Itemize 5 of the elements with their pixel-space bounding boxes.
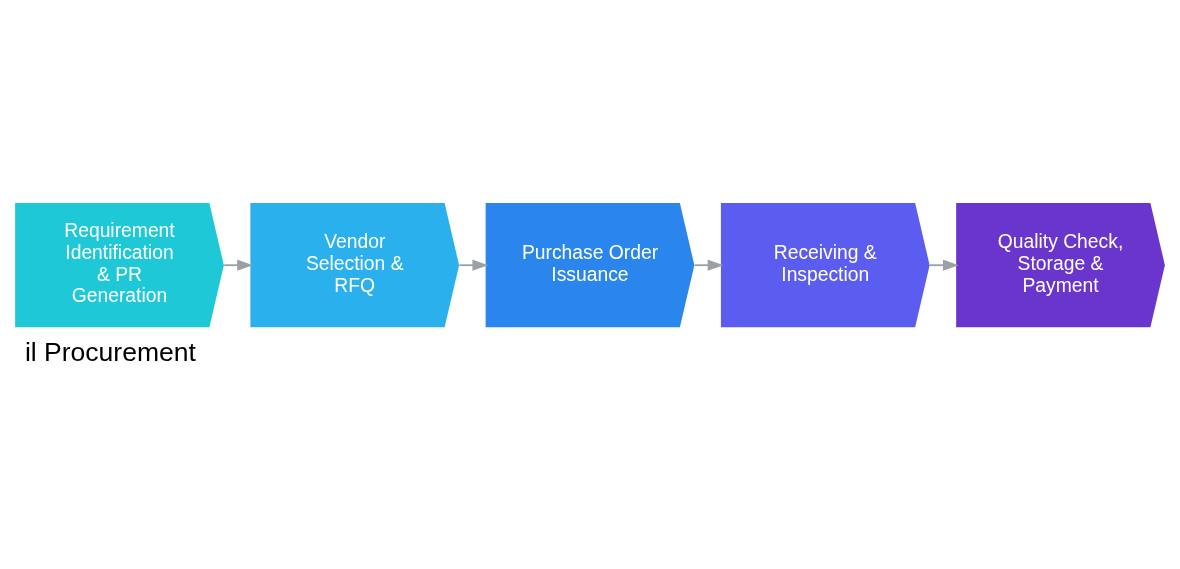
caption: il Procurement <box>24 336 196 367</box>
arrow <box>929 259 959 271</box>
arrow <box>693 259 724 271</box>
arrow <box>458 259 489 271</box>
arrow <box>223 259 253 271</box>
